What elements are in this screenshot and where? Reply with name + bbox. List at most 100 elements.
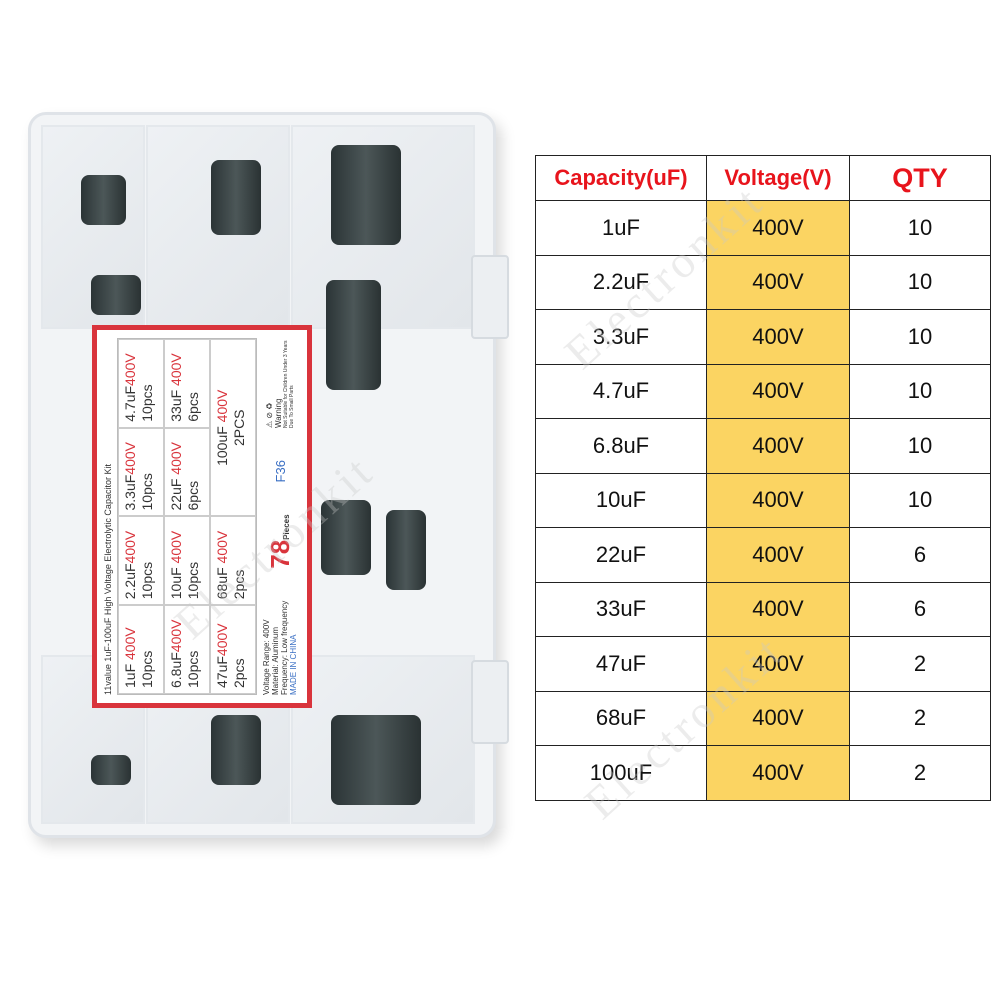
voltage-cell: 400V (706, 581, 850, 637)
qty-cell: 10 (849, 254, 991, 310)
item-capacity: 47uF (214, 656, 230, 688)
capacitor (321, 500, 371, 575)
warning-block: ⚠ ⊘ ♻ Warning Not Suitable for Children … (265, 338, 295, 428)
item-capacity: 1uF (122, 659, 138, 688)
voltage-cell: 400V (706, 472, 850, 528)
item-qty: 10pcs (139, 650, 155, 688)
voltage-cell: 400V (706, 690, 850, 746)
item-qty: 2PCS (231, 409, 247, 447)
item-voltage: 400V (168, 530, 184, 564)
capacity-cell: 3.3uF (535, 309, 707, 365)
product-code: F36 (272, 460, 288, 483)
warning-text: Warning (274, 398, 283, 429)
qty-cell: 10 (849, 472, 991, 528)
no-children-icon: ⊘ (265, 411, 274, 419)
capacity-cell: 22uF (535, 527, 707, 583)
item-qty: 2pcs (231, 658, 247, 688)
voltage-cell: 400V (706, 745, 850, 801)
box-latch (471, 255, 509, 339)
capacitor (326, 280, 381, 390)
qty-cell: 10 (849, 363, 991, 419)
item-qty: 10pcs (139, 384, 155, 422)
item-voltage: 400V (122, 530, 138, 564)
qty-cell: 6 (849, 527, 991, 583)
capacity-cell: 6.8uF (535, 418, 707, 474)
item-voltage: 400V (214, 389, 230, 423)
voltage-cell: 400V (706, 309, 850, 365)
voltage-cell: 400V (706, 363, 850, 419)
item-voltage: 400V (122, 441, 138, 475)
qty-cell: 10 (849, 309, 991, 365)
voltage-cell: 400V (706, 254, 850, 310)
capacitor (331, 145, 401, 245)
capacitor (331, 715, 421, 805)
qty-cell: 10 (849, 418, 991, 474)
item-capacity: 22uF (168, 474, 184, 511)
item-voltage: 400V (122, 627, 138, 660)
capacitor (81, 175, 126, 225)
voltage-cell: 400V (706, 636, 850, 692)
item-capacity: 3.3uF (122, 474, 138, 511)
capacity-cell: 10uF (535, 472, 707, 528)
item-qty: 10pcs (139, 561, 155, 600)
qty-cell: 2 (849, 690, 991, 746)
item-qty: 10pcs (139, 473, 155, 511)
voltage-cell: 400V (706, 418, 850, 474)
qty-cell: 2 (849, 636, 991, 692)
qty-cell: 6 (849, 581, 991, 637)
capacity-cell: 2.2uF (535, 254, 707, 310)
item-voltage: 400V (122, 353, 138, 386)
item-capacity: 100uF (214, 422, 230, 466)
capacitor (91, 275, 141, 315)
header-qty: QTY (849, 155, 991, 201)
warning-note: Not Suitable for Children Under 3 Years … (283, 340, 295, 429)
capacitor (211, 160, 261, 235)
item-capacity: 33uF (168, 385, 184, 422)
capacity-cell: 1uF (535, 200, 707, 256)
voltage-cell: 400V (706, 527, 850, 583)
warning-triangle-icon: ⚠ (265, 420, 274, 429)
spec-frequency: Frequency: Low frequency (280, 600, 289, 695)
capacity-cell: 4.7uF (535, 363, 707, 419)
item-capacity: 6.8uF (168, 652, 184, 688)
item-voltage: 400V (168, 441, 184, 475)
item-capacity: 4.7uF (122, 385, 138, 422)
header-capacity: Capacity(uF) (535, 155, 707, 201)
item-qty: 6pcs (185, 480, 201, 511)
capacitor (386, 510, 426, 590)
capacitor (211, 715, 261, 785)
spec-voltage: Voltage Range: 400V (262, 619, 271, 695)
spec-material: Material: Aluminum (271, 626, 280, 695)
item-qty: 10pcs (185, 650, 201, 688)
item-capacity: 2.2uF (122, 563, 138, 600)
item-qty: 6pcs (185, 392, 201, 422)
capacitor (91, 755, 131, 785)
label-specs: Voltage Range: 400V Material: Aluminum F… (262, 601, 298, 695)
qty-cell: 2 (849, 745, 991, 801)
qty-cell: 10 (849, 200, 991, 256)
capacity-cell: 47uF (535, 636, 707, 692)
made-in: MADE IN CHINA (289, 634, 298, 695)
item-voltage: 400V (168, 353, 184, 386)
recycle-icon: ♻ (265, 402, 274, 410)
label-title: 11value 1uF-100uF High Voltage Electroly… (103, 464, 113, 695)
capacity-cell: 33uF (535, 581, 707, 637)
